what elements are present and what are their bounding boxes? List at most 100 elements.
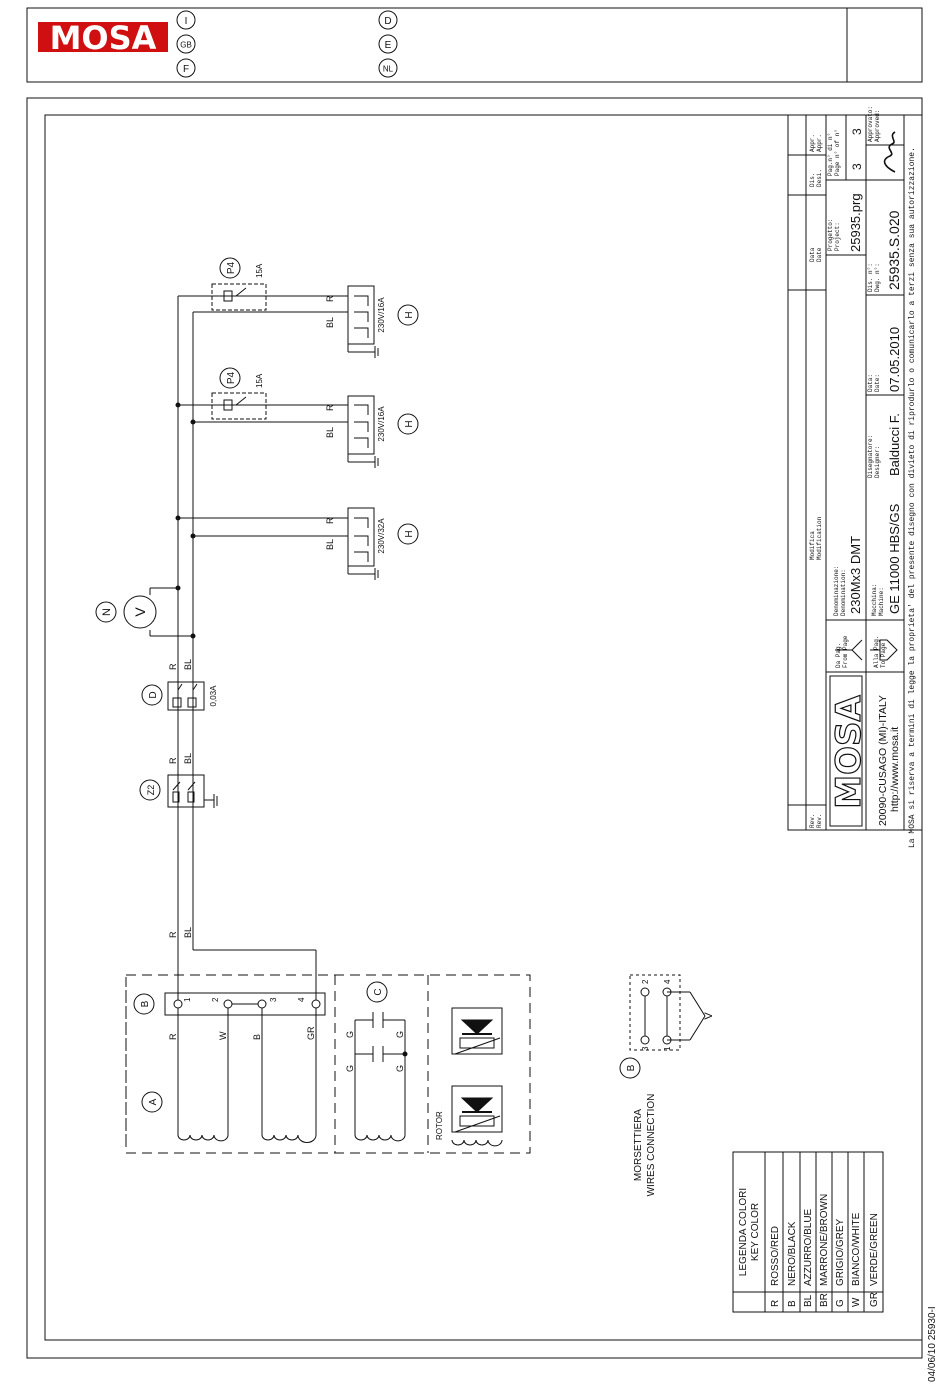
svg-text:V: V [132,607,148,617]
capacitor-winding-icon [354,1134,406,1142]
modifica-label: ModificaModification [809,516,823,560]
svg-text:MARRONE/BROWN: MARRONE/BROWN [819,1194,830,1286]
appr-label: Appr.Appr. [809,134,823,152]
language-icon-nl: NL [378,58,398,78]
macchina-label: Macchina:Machine: [871,584,885,616]
date-value: 07.05.2010 [887,327,902,392]
svg-text:1: 1 [183,997,192,1002]
svg-text:BIANCO/WHITE: BIANCO/WHITE [851,1212,862,1286]
svg-text:I: I [185,16,188,27]
legal-notice: La MOSA si riserva a termini di legge la… [908,147,917,848]
svg-text:BL: BL [325,539,335,550]
svg-text:G: G [835,1299,846,1307]
filter-z2: Z2 R BL [139,753,218,808]
color-legend: LEGENDA COLORI KEY COLOR R ROSSO/RED B N… [732,1151,884,1313]
svg-text:NL: NL [383,65,394,74]
svg-text:R: R [325,404,335,411]
svg-text:BR: BR [819,1293,830,1307]
svg-text:15A: 15A [255,373,264,388]
rotor-winding-icon [451,1139,503,1147]
svg-text:R: R [325,517,335,524]
svg-text:R: R [325,295,335,302]
language-icon-e: E [378,34,398,54]
svg-text:NERO/BLACK: NERO/BLACK [787,1221,798,1286]
svg-text:H: H [404,530,415,537]
svg-text:B: B [787,1300,798,1307]
data-label: DataDate [809,247,823,262]
socket-middle: 230V/16A H R BL [325,395,419,468]
schematic: V N P4 15A P4 15A [95,257,884,1313]
svg-text:WIRES CONNECTION: WIRES CONNECTION [646,1094,657,1197]
drawing-number: 25935.S.020 [886,210,902,290]
rcd-d: D 0,03A R BL [141,659,218,711]
socket-top: 230V/16A H R BL [325,285,419,358]
svg-text:MOSA: MOSA [829,695,869,809]
progetto-value: 25935.prg [848,193,863,252]
disegnatore-value: Balducci F. [887,413,902,476]
winding-1-icon [177,1134,229,1142]
svg-text:Z2: Z2 [146,785,156,796]
svg-text:P4: P4 [226,261,237,274]
svg-text:V: V [703,1012,715,1020]
svg-text:AZZURRO/BLUE: AZZURRO/BLUE [803,1208,814,1286]
rotor: ROTOR [435,1007,503,1147]
svg-text:E: E [385,40,392,51]
svg-text:4: 4 [663,979,672,984]
signature [883,131,896,173]
language-icon-i: I [176,10,196,30]
approvato-label: Approvato:Approved: [867,106,881,142]
website: http://www.mosa.it [889,727,901,812]
mosa-logo: MOSA [38,19,168,57]
svg-text:B: B [140,1000,151,1007]
svg-text:MOSA: MOSA [50,19,157,57]
svg-text:R: R [168,1033,178,1040]
svg-text:VERDE/GREEN: VERDE/GREEN [869,1213,880,1286]
denominazione-label: Denominazione:Denomination: [833,566,847,616]
to-page-label: Alla Pag.To Page [873,636,887,668]
svg-text:BL: BL [183,659,193,670]
svg-text:F: F [183,64,189,75]
svg-text:N: N [101,608,113,616]
dis-label: Dis.Desi. [809,169,823,187]
svg-text:G: G [345,1031,355,1038]
svg-text:3: 3 [641,1046,650,1051]
footer-code: 04/06/10 25930-I [927,1306,938,1382]
svg-text:R: R [168,757,178,764]
svg-text:KEY COLOR: KEY COLOR [750,1203,761,1261]
from-page-arrow-icon [835,639,863,661]
wire-label-bl: BL [183,927,193,938]
svg-text:GR: GR [869,1292,880,1307]
svg-text:D: D [384,16,391,27]
svg-text:H: H [404,311,415,318]
title-block-mosa-logo: MOSA [828,675,870,827]
to-page-arrow-icon [870,639,898,661]
wire-label-r: R [168,931,178,938]
svg-text:BL: BL [325,317,335,328]
svg-text:H: H [404,420,415,427]
svg-text:W: W [851,1297,862,1307]
svg-text:P4: P4 [226,371,237,384]
winding-2-icon [261,1134,317,1143]
denominazione-value: 230Mx3 DMT [848,536,863,614]
svg-text:0,03A: 0,03A [209,685,218,707]
socket-bottom: 230V/32A H R BL [325,507,419,580]
svg-text:BL: BL [803,1294,814,1307]
inner-frame [44,114,923,1341]
rev-label: Rev.Rev. [809,814,823,828]
capacitor-section: C G G G G [345,981,408,1142]
terminal-strip-b: B 2 1 3 4 [133,992,326,1016]
svg-text:G: G [395,1031,405,1038]
svg-text:GR: GR [306,1026,316,1040]
svg-text:B: B [252,1034,262,1040]
breaker-p4-middle: P4 15A [211,367,267,420]
breaker-p4-top: P4 15A [211,257,267,311]
svg-text:1: 1 [663,1046,672,1051]
title-block: Rev.Rev. ModificaModification DataDate D… [787,106,923,848]
from-page-label: Da Pag.From Page [835,635,849,668]
language-icons: I GB F D E NL [176,10,398,78]
svg-text:G: G [395,1065,405,1072]
ref-a: A [141,1091,163,1113]
language-icon-gb: GB [176,34,196,54]
svg-text:3: 3 [269,997,278,1002]
